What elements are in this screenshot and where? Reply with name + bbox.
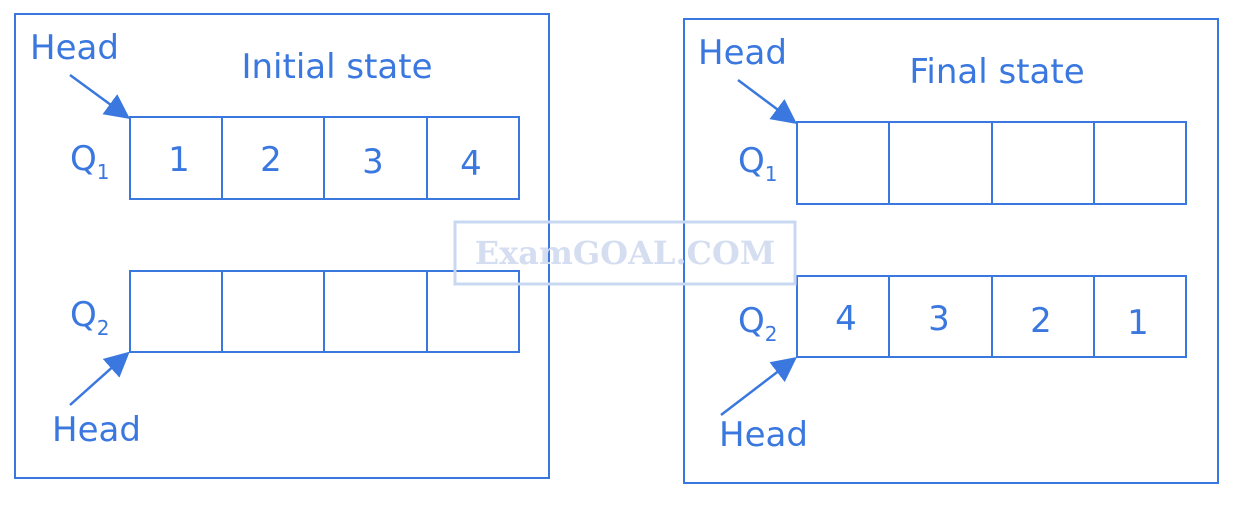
cell-value: 3 [928,299,950,339]
head-arrow-bottom [720,356,797,416]
head-arrow-top [737,78,798,124]
queue-cell [129,116,223,200]
queue-label: Q1 [738,141,778,186]
queue-q2: Q2 [70,270,520,353]
cell-value: 3 [362,142,384,182]
queue-cell [888,121,993,205]
queue-cell [796,121,890,205]
queue-cell [426,116,520,200]
head-label-top: Head [30,28,119,68]
queue-cell [129,270,223,353]
cell-value: 2 [260,140,282,180]
queue-cell [221,116,325,200]
watermark-text: ExamGOAL.COM [475,234,776,272]
queue-label: Q1 [70,139,110,184]
panel-final-state: Final state Head Q1 Q2 4 3 2 1 [683,18,1219,484]
watermark-box [453,220,797,286]
queue-label: Q2 [70,295,110,340]
head-label-bottom: Head [719,415,808,455]
panel-frame [14,13,550,479]
queue-q1: Q1 [738,121,1187,205]
cell-value: 2 [1030,301,1052,341]
cell-value: 4 [835,299,857,339]
queue-cell [1093,275,1187,358]
head-arrow-top [69,73,131,119]
panel-frame [683,18,1219,484]
queue-cell [991,121,1095,205]
head-label-bottom: Head [52,410,141,450]
queue-q1: Q1 1 2 3 4 [70,116,520,200]
queue-cell [796,275,890,358]
queue-cell [323,270,428,353]
queue-label: Q2 [738,301,778,346]
head-arrow-bottom [69,351,130,406]
queue-cell [888,275,993,358]
panel-title: Initial state [241,47,432,87]
queue-q2: Q2 4 3 2 1 [738,275,1187,358]
cell-value: 1 [1127,303,1149,343]
head-label-top: Head [698,33,787,73]
cell-value: 4 [460,144,482,184]
panel-title: Final state [909,52,1084,92]
panel-initial-state: Initial state Head Q1 1 2 3 4 Q2 [14,13,550,479]
queue-cell [1093,121,1187,205]
cell-value: 1 [168,140,190,180]
watermark: ExamGOAL.COM [453,220,797,286]
queue-cell [221,270,325,353]
